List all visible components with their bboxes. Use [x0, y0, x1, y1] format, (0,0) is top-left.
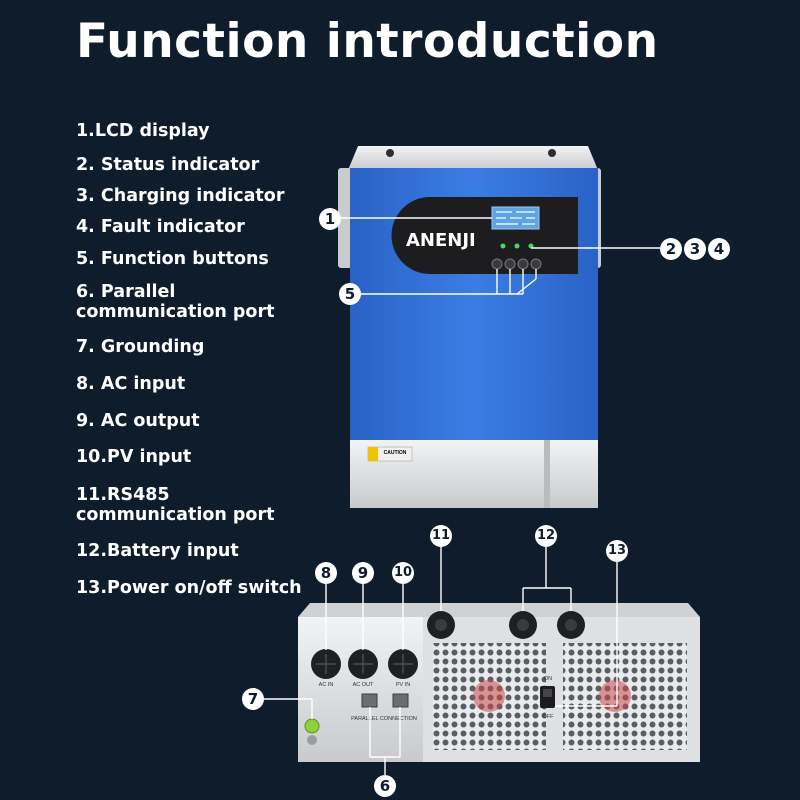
charging-indicator-led — [514, 243, 520, 249]
feature-item-pv-input: 10.PV input — [76, 447, 192, 467]
feature-item-function-buttons: 5. Function buttons — [76, 249, 269, 269]
port-gland-marks — [316, 654, 413, 674]
parallel-connection-label: PARALLEL CONNECTION — [351, 716, 417, 722]
feature-item-charging-indicator: 3. Charging indicator — [76, 186, 285, 206]
callout-9: 9 — [352, 562, 374, 584]
parallel-port-2 — [392, 693, 409, 708]
lcd-segments — [496, 211, 535, 225]
grounding-terminal — [304, 718, 320, 734]
function-button-1[interactable] — [491, 258, 503, 270]
callout-7: 7 — [242, 688, 264, 710]
function-button-3[interactable] — [517, 258, 529, 270]
pv-in-label: PV IN — [396, 682, 410, 688]
callout-12: 12 — [535, 525, 557, 547]
feature-item-lcd-display: 1.LCD display — [76, 121, 210, 141]
feature-item-ac-input: 8. AC input — [76, 374, 186, 394]
caution-sticker-warning — [368, 447, 378, 461]
feature-item-status-indicator: 2. Status indicator — [76, 155, 260, 175]
switch-off-label: OFF — [543, 714, 555, 720]
battery-input-port-2-core — [565, 619, 577, 631]
brand-logo: ANENJI — [406, 230, 476, 251]
feature-item-power-switch: 13.Power on/off switch — [76, 578, 302, 598]
grounding-screw — [307, 735, 317, 745]
callout-11: 11 — [430, 525, 452, 547]
mount-hole-left — [386, 149, 394, 157]
mount-hole-right — [548, 149, 556, 157]
status-indicator-led — [500, 243, 506, 249]
callout-5: 5 — [339, 283, 361, 305]
callout-6: 6 — [374, 775, 396, 797]
battery-input-port-1-core — [517, 619, 529, 631]
page-title: Function introduction — [76, 14, 659, 69]
callout-10: 10 — [392, 562, 414, 584]
fan-blade-left — [473, 680, 505, 712]
feature-item-battery-input: 12.Battery input — [76, 541, 239, 561]
feature-item-fault-indicator: 4. Fault indicator — [76, 217, 245, 237]
caution-label: CAUTION — [384, 450, 407, 456]
inverter-bottom-view: AC IN AC OUT PV IN PARALLEL CONNECTION O… — [298, 603, 700, 762]
feature-item-ac-output: 9. AC output — [76, 411, 200, 431]
callout-2: 2 — [660, 238, 682, 260]
callout-3: 3 — [684, 238, 706, 260]
power-switch-rocker[interactable] — [543, 689, 552, 697]
feature-item-rs485-port: 11.RS485 communication port — [76, 485, 275, 525]
callout-1: 1 — [319, 208, 341, 230]
inverter-front-view: CAUTION — [338, 146, 601, 508]
bottom-leader-lines — [264, 547, 618, 775]
ac-out-label: AC OUT — [353, 682, 374, 688]
callout-8: 8 — [315, 562, 337, 584]
callout-13: 13 — [606, 540, 628, 562]
feature-item-parallel-port: 6. Parallel communication port — [76, 282, 275, 322]
callout-4: 4 — [708, 238, 730, 260]
rs485-port-core — [435, 619, 447, 631]
feature-list: 1.LCD display 2. Status indicator 3. Cha… — [0, 0, 340, 610]
parallel-port-1 — [361, 693, 378, 708]
front-base-groove — [544, 440, 550, 508]
front-leader-lines — [341, 217, 660, 295]
switch-on-label: ON — [544, 676, 552, 682]
bottom-top-edge — [298, 603, 700, 617]
top-bracket — [348, 146, 598, 170]
function-button-4[interactable] — [530, 258, 542, 270]
function-button-2[interactable] — [504, 258, 516, 270]
fault-indicator-led — [528, 243, 534, 249]
fan-blade-right — [599, 680, 631, 712]
feature-item-grounding: 7. Grounding — [76, 337, 205, 357]
ac-in-label: AC IN — [319, 682, 334, 688]
